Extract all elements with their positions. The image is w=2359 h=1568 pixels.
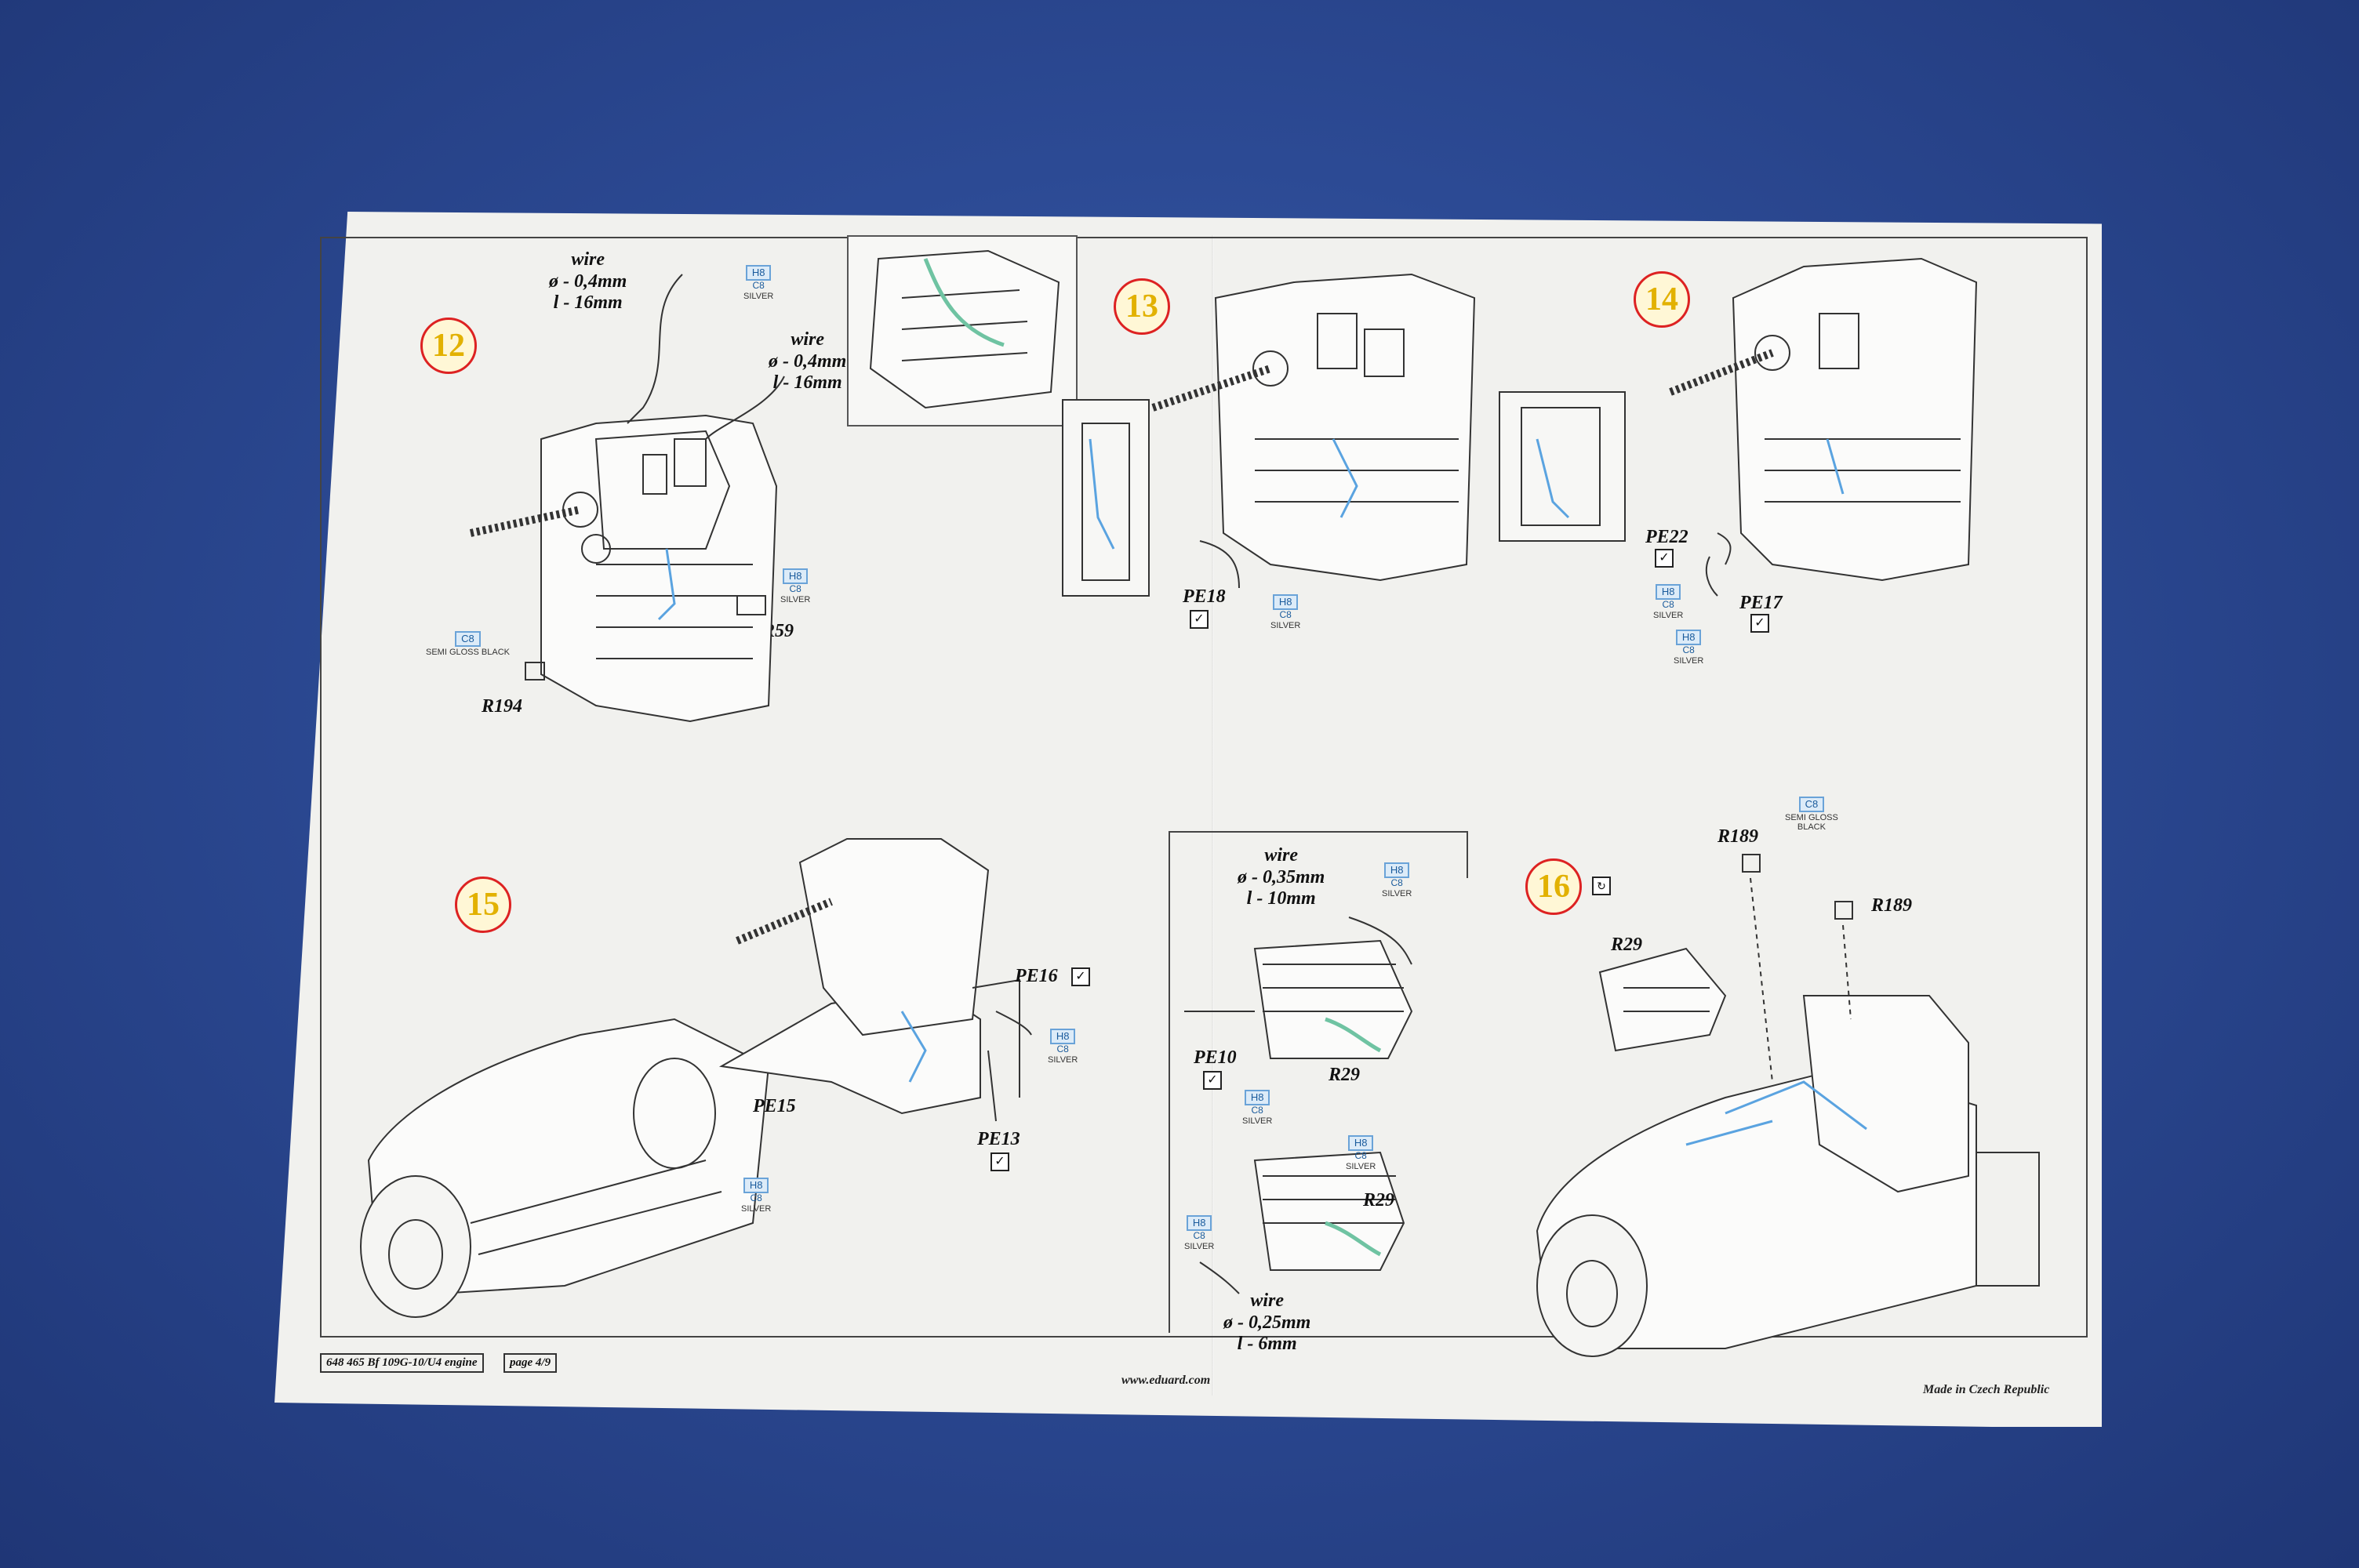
- check-icon: ✓: [990, 1152, 1009, 1171]
- step-14-paint-silver: H8 C8 SILVER: [1653, 584, 1684, 621]
- check-icon: ✓: [1071, 967, 1090, 986]
- part-r29: R29: [1363, 1190, 1395, 1210]
- detail-wire-a: wire ø - 0,35mm l - 10mm: [1238, 845, 1325, 909]
- part-r189: R189: [1871, 895, 1913, 916]
- step-15-paint-silver: H8 C8 SILVER: [1048, 1029, 1078, 1065]
- step-12-wire-a: wire ø - 0,4mm l - 16mm: [549, 249, 627, 314]
- check-icon: ✓: [1190, 610, 1209, 629]
- step-12-paint-silver-2: H8 C8 SILVER: [780, 568, 811, 605]
- part-r29: R29: [1611, 935, 1643, 955]
- divider: [1169, 831, 1467, 833]
- kit-title: 648 465 Bf 109G-10/U4 engine: [320, 1353, 484, 1373]
- sheet-frame: [320, 237, 2088, 1338]
- step-13-number: 13: [1114, 278, 1170, 335]
- detail-paint-silver-2: H8 C8 SILVER: [1242, 1090, 1273, 1127]
- step-16-paint-black: C8 SEMI GLOSS BLACK: [1785, 797, 1838, 833]
- rotate-icon: ↻: [1592, 877, 1611, 895]
- step-14-number: 14: [1634, 271, 1690, 328]
- divider: [1169, 831, 1170, 1333]
- part-pe10: PE10: [1194, 1047, 1237, 1068]
- part-pe16: PE16: [1015, 966, 1058, 986]
- step-12-paint-black: C8 SEMI GLOSS BLACK: [426, 631, 510, 658]
- check-icon: ✓: [1203, 1071, 1222, 1090]
- part-r189: R189: [1717, 826, 1759, 847]
- part-pe15: PE15: [753, 1096, 796, 1116]
- check-icon: ✓: [1750, 614, 1769, 633]
- part-pe22: PE22: [1645, 527, 1688, 547]
- step-15-number: 15: [455, 877, 511, 933]
- check-icon: ✓: [1655, 549, 1674, 568]
- part-pe18: PE18: [1183, 586, 1226, 607]
- part-pe17: PE17: [1739, 593, 1783, 613]
- detail-paint-silver-3: H8 C8 SILVER: [1346, 1135, 1376, 1172]
- step-14-paint-silver-2: H8 C8 SILVER: [1674, 630, 1704, 666]
- step-12-wire-b: wire ø - 0,4mm l - 16mm: [769, 329, 847, 394]
- step-12-paint-silver: H8 C8 SILVER: [743, 265, 774, 302]
- step-15-paint-silver-2: H8 C8 SILVER: [741, 1178, 772, 1214]
- part-pe13: PE13: [977, 1129, 1020, 1149]
- part-r29: R29: [1329, 1065, 1361, 1085]
- part-r194: R194: [482, 696, 523, 717]
- step-13-paint-silver: H8 C8 SILVER: [1270, 594, 1301, 631]
- detail-paint-silver: H8 C8 SILVER: [1382, 862, 1412, 899]
- page-number: page 4/9: [503, 1353, 558, 1373]
- center-fold: [1212, 235, 1214, 1396]
- made-in: Made in Czech Republic: [1923, 1383, 2050, 1396]
- detail-paint-silver-4: H8 C8 SILVER: [1184, 1215, 1215, 1252]
- website-url: www.eduard.com: [1121, 1374, 1211, 1387]
- divider: [1467, 831, 1468, 878]
- step-12-number: 12: [420, 318, 477, 374]
- step-16-number: 16: [1525, 858, 1582, 915]
- detail-wire-b: wire ø - 0,25mm l - 6mm: [1223, 1290, 1311, 1355]
